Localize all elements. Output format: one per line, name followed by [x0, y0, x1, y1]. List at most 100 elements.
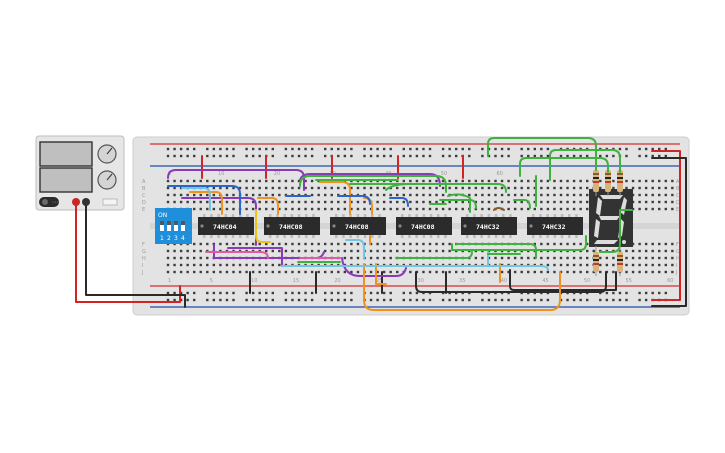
rail-hole[interactable] — [612, 291, 615, 295]
breadboard-hole[interactable] — [251, 242, 255, 246]
rail-hole[interactable] — [330, 291, 333, 295]
breadboard-hole[interactable] — [487, 186, 491, 190]
rail-hole[interactable] — [193, 154, 196, 158]
breadboard-hole[interactable] — [422, 186, 425, 190]
rail-hole[interactable] — [415, 298, 419, 302]
rail-hole[interactable] — [232, 291, 235, 295]
rail-hole[interactable] — [546, 298, 550, 302]
breadboard-hole[interactable] — [232, 263, 235, 267]
breadboard-hole[interactable] — [540, 207, 543, 211]
breadboard-hole[interactable] — [179, 200, 183, 204]
breadboard-hole[interactable] — [356, 249, 360, 253]
breadboard-hole[interactable] — [330, 242, 333, 246]
breadboard-hole[interactable] — [356, 242, 360, 246]
breadboard-hole[interactable] — [546, 256, 550, 260]
rail-hole[interactable] — [186, 291, 189, 295]
rail-hole[interactable] — [638, 147, 641, 151]
breadboard-hole[interactable] — [500, 270, 504, 274]
breadboard-hole[interactable] — [206, 256, 209, 260]
breadboard-hole[interactable] — [337, 186, 340, 190]
breadboard-hole[interactable] — [507, 193, 510, 197]
wire-cyan[interactable] — [181, 187, 211, 211]
breadboard-hole[interactable] — [382, 256, 386, 260]
rail-hole[interactable] — [251, 147, 255, 151]
breadboard-hole[interactable] — [258, 186, 261, 190]
rail-hole[interactable] — [186, 147, 189, 151]
breadboard-hole[interactable] — [225, 186, 229, 190]
breadboard-hole[interactable] — [546, 242, 550, 246]
breadboard-hole[interactable] — [278, 193, 281, 197]
rail-hole[interactable] — [527, 298, 530, 302]
rail-hole[interactable] — [291, 291, 294, 295]
breadboard-hole[interactable] — [612, 179, 615, 183]
rail-hole[interactable] — [448, 154, 451, 158]
breadboard-hole[interactable] — [343, 186, 347, 190]
rail-hole[interactable] — [206, 291, 209, 295]
rail-hole[interactable] — [389, 291, 392, 295]
rail-hole[interactable] — [566, 298, 569, 302]
rail-hole[interactable] — [179, 154, 183, 158]
breadboard-hole[interactable] — [199, 242, 202, 246]
breadboard-hole[interactable] — [448, 270, 451, 274]
rail-hole[interactable] — [193, 147, 196, 151]
breadboard-hole[interactable] — [382, 193, 386, 197]
breadboard-hole[interactable] — [572, 270, 576, 274]
rail-hole[interactable] — [664, 291, 667, 295]
rail-hole[interactable] — [651, 147, 654, 151]
breadboard-hole[interactable] — [179, 270, 183, 274]
wire-orange[interactable] — [375, 263, 387, 285]
breadboard-hole[interactable] — [468, 179, 471, 183]
breadboard-hole[interactable] — [245, 270, 248, 274]
dip-toggle[interactable] — [181, 221, 185, 231]
breadboard-hole[interactable] — [644, 193, 648, 197]
breadboard-hole[interactable] — [382, 207, 386, 211]
breadboard-hole[interactable] — [461, 186, 464, 190]
rail-hole[interactable] — [212, 291, 216, 295]
breadboard-hole[interactable] — [376, 256, 379, 260]
breadboard-hole[interactable] — [343, 207, 347, 211]
breadboard-hole[interactable] — [612, 270, 615, 274]
breadboard-hole[interactable] — [559, 263, 563, 267]
breadboard-hole[interactable] — [559, 193, 563, 197]
breadboard-hole[interactable] — [193, 179, 196, 183]
breadboard-hole[interactable] — [225, 179, 229, 183]
breadboard-hole[interactable] — [474, 256, 478, 260]
breadboard-hole[interactable] — [193, 263, 196, 267]
ic-chip[interactable]: 74HC32 — [527, 214, 583, 238]
breadboard-hole[interactable] — [579, 256, 582, 260]
rail-hole[interactable] — [193, 298, 196, 302]
breadboard-hole[interactable] — [644, 263, 648, 267]
rail-hole[interactable] — [638, 298, 641, 302]
breadboard-hole[interactable] — [553, 242, 556, 246]
rail-hole[interactable] — [219, 291, 222, 295]
breadboard-hole[interactable] — [572, 207, 576, 211]
breadboard-hole[interactable] — [494, 200, 497, 204]
breadboard-hole[interactable] — [206, 263, 209, 267]
rail-hole[interactable] — [409, 298, 412, 302]
rail-hole[interactable] — [540, 298, 543, 302]
rail-hole[interactable] — [179, 147, 183, 151]
breadboard-hole[interactable] — [579, 249, 582, 253]
breadboard-hole[interactable] — [350, 249, 353, 253]
breadboard-hole[interactable] — [553, 270, 556, 274]
breadboard-hole[interactable] — [337, 207, 340, 211]
breadboard-hole[interactable] — [513, 207, 517, 211]
rail-hole[interactable] — [441, 298, 445, 302]
breadboard-hole[interactable] — [212, 200, 216, 204]
breadboard-hole[interactable] — [435, 270, 438, 274]
rail-hole[interactable] — [389, 298, 392, 302]
breadboard-hole[interactable] — [310, 242, 314, 246]
breadboard-hole[interactable] — [199, 249, 202, 253]
breadboard-hole[interactable] — [566, 207, 569, 211]
breadboard-hole[interactable] — [553, 256, 556, 260]
breadboard-hole[interactable] — [559, 242, 563, 246]
rail-hole[interactable] — [206, 147, 209, 151]
wire-pink[interactable] — [205, 251, 269, 259]
rail-hole[interactable] — [271, 147, 274, 151]
breadboard-hole[interactable] — [278, 186, 281, 190]
breadboard-hole[interactable] — [382, 249, 386, 253]
breadboard-hole[interactable] — [664, 256, 667, 260]
rail-hole[interactable] — [212, 147, 216, 151]
breadboard-hole[interactable] — [428, 270, 432, 274]
